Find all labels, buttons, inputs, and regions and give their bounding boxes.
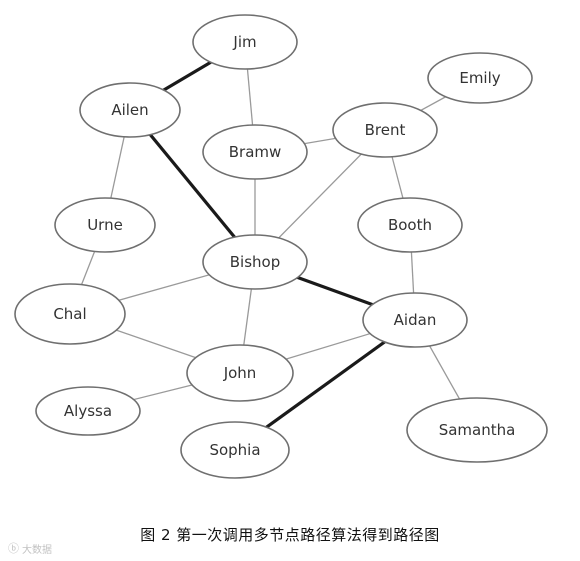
node-label-aidan: Aidan (394, 311, 437, 329)
node-booth: Booth (357, 197, 463, 253)
node-label-urne: Urne (87, 216, 123, 234)
node-shape-chal (14, 283, 126, 345)
node-label-bramw: Bramw (229, 143, 282, 161)
node-shape-emily (427, 52, 533, 104)
node-shape-jim (192, 14, 298, 70)
node-label-john: John (223, 364, 257, 382)
figure-caption: 图 2 第一次调用多节点路径算法得到路径图 (140, 526, 440, 544)
node-shape-aidan (362, 292, 468, 348)
node-emily: Emily (427, 52, 533, 104)
node-shape-john (186, 344, 294, 402)
node-jim: Jim (192, 14, 298, 70)
node-label-brent: Brent (365, 121, 406, 139)
node-label-sophia: Sophia (209, 441, 260, 459)
node-shape-bramw (202, 124, 308, 180)
node-label-bishop: Bishop (230, 253, 280, 271)
node-bramw: Bramw (202, 124, 308, 180)
node-alyssa: Alyssa (35, 386, 141, 436)
watermark-logo-icon: ⓑ (8, 542, 19, 555)
node-shape-alyssa (35, 386, 141, 436)
node-label-ailen: Ailen (111, 101, 148, 119)
node-shape-samantha (406, 397, 548, 463)
node-label-alyssa: Alyssa (64, 402, 112, 420)
watermark: ⓑ 大数据 (8, 540, 52, 556)
node-shape-urne (54, 197, 156, 253)
node-label-jim: Jim (232, 33, 256, 51)
watermark-text: 大数据 (22, 544, 52, 556)
node-label-chal: Chal (53, 305, 86, 323)
node-urne: Urne (54, 197, 156, 253)
node-bishop: Bishop (202, 234, 308, 290)
node-samantha: Samantha (406, 397, 548, 463)
node-shape-ailen (79, 82, 181, 138)
node-brent: Brent (332, 102, 438, 158)
node-label-samantha: Samantha (439, 421, 516, 439)
node-chal: Chal (14, 283, 126, 345)
node-label-booth: Booth (388, 216, 432, 234)
node-shape-booth (357, 197, 463, 253)
node-shape-sophia (180, 421, 290, 479)
node-aidan: Aidan (362, 292, 468, 348)
node-label-emily: Emily (459, 69, 500, 87)
node-john: John (186, 344, 294, 402)
node-sophia: Sophia (180, 421, 290, 479)
node-shape-bishop (202, 234, 308, 290)
node-ailen: Ailen (79, 82, 181, 138)
node-shape-brent (332, 102, 438, 158)
